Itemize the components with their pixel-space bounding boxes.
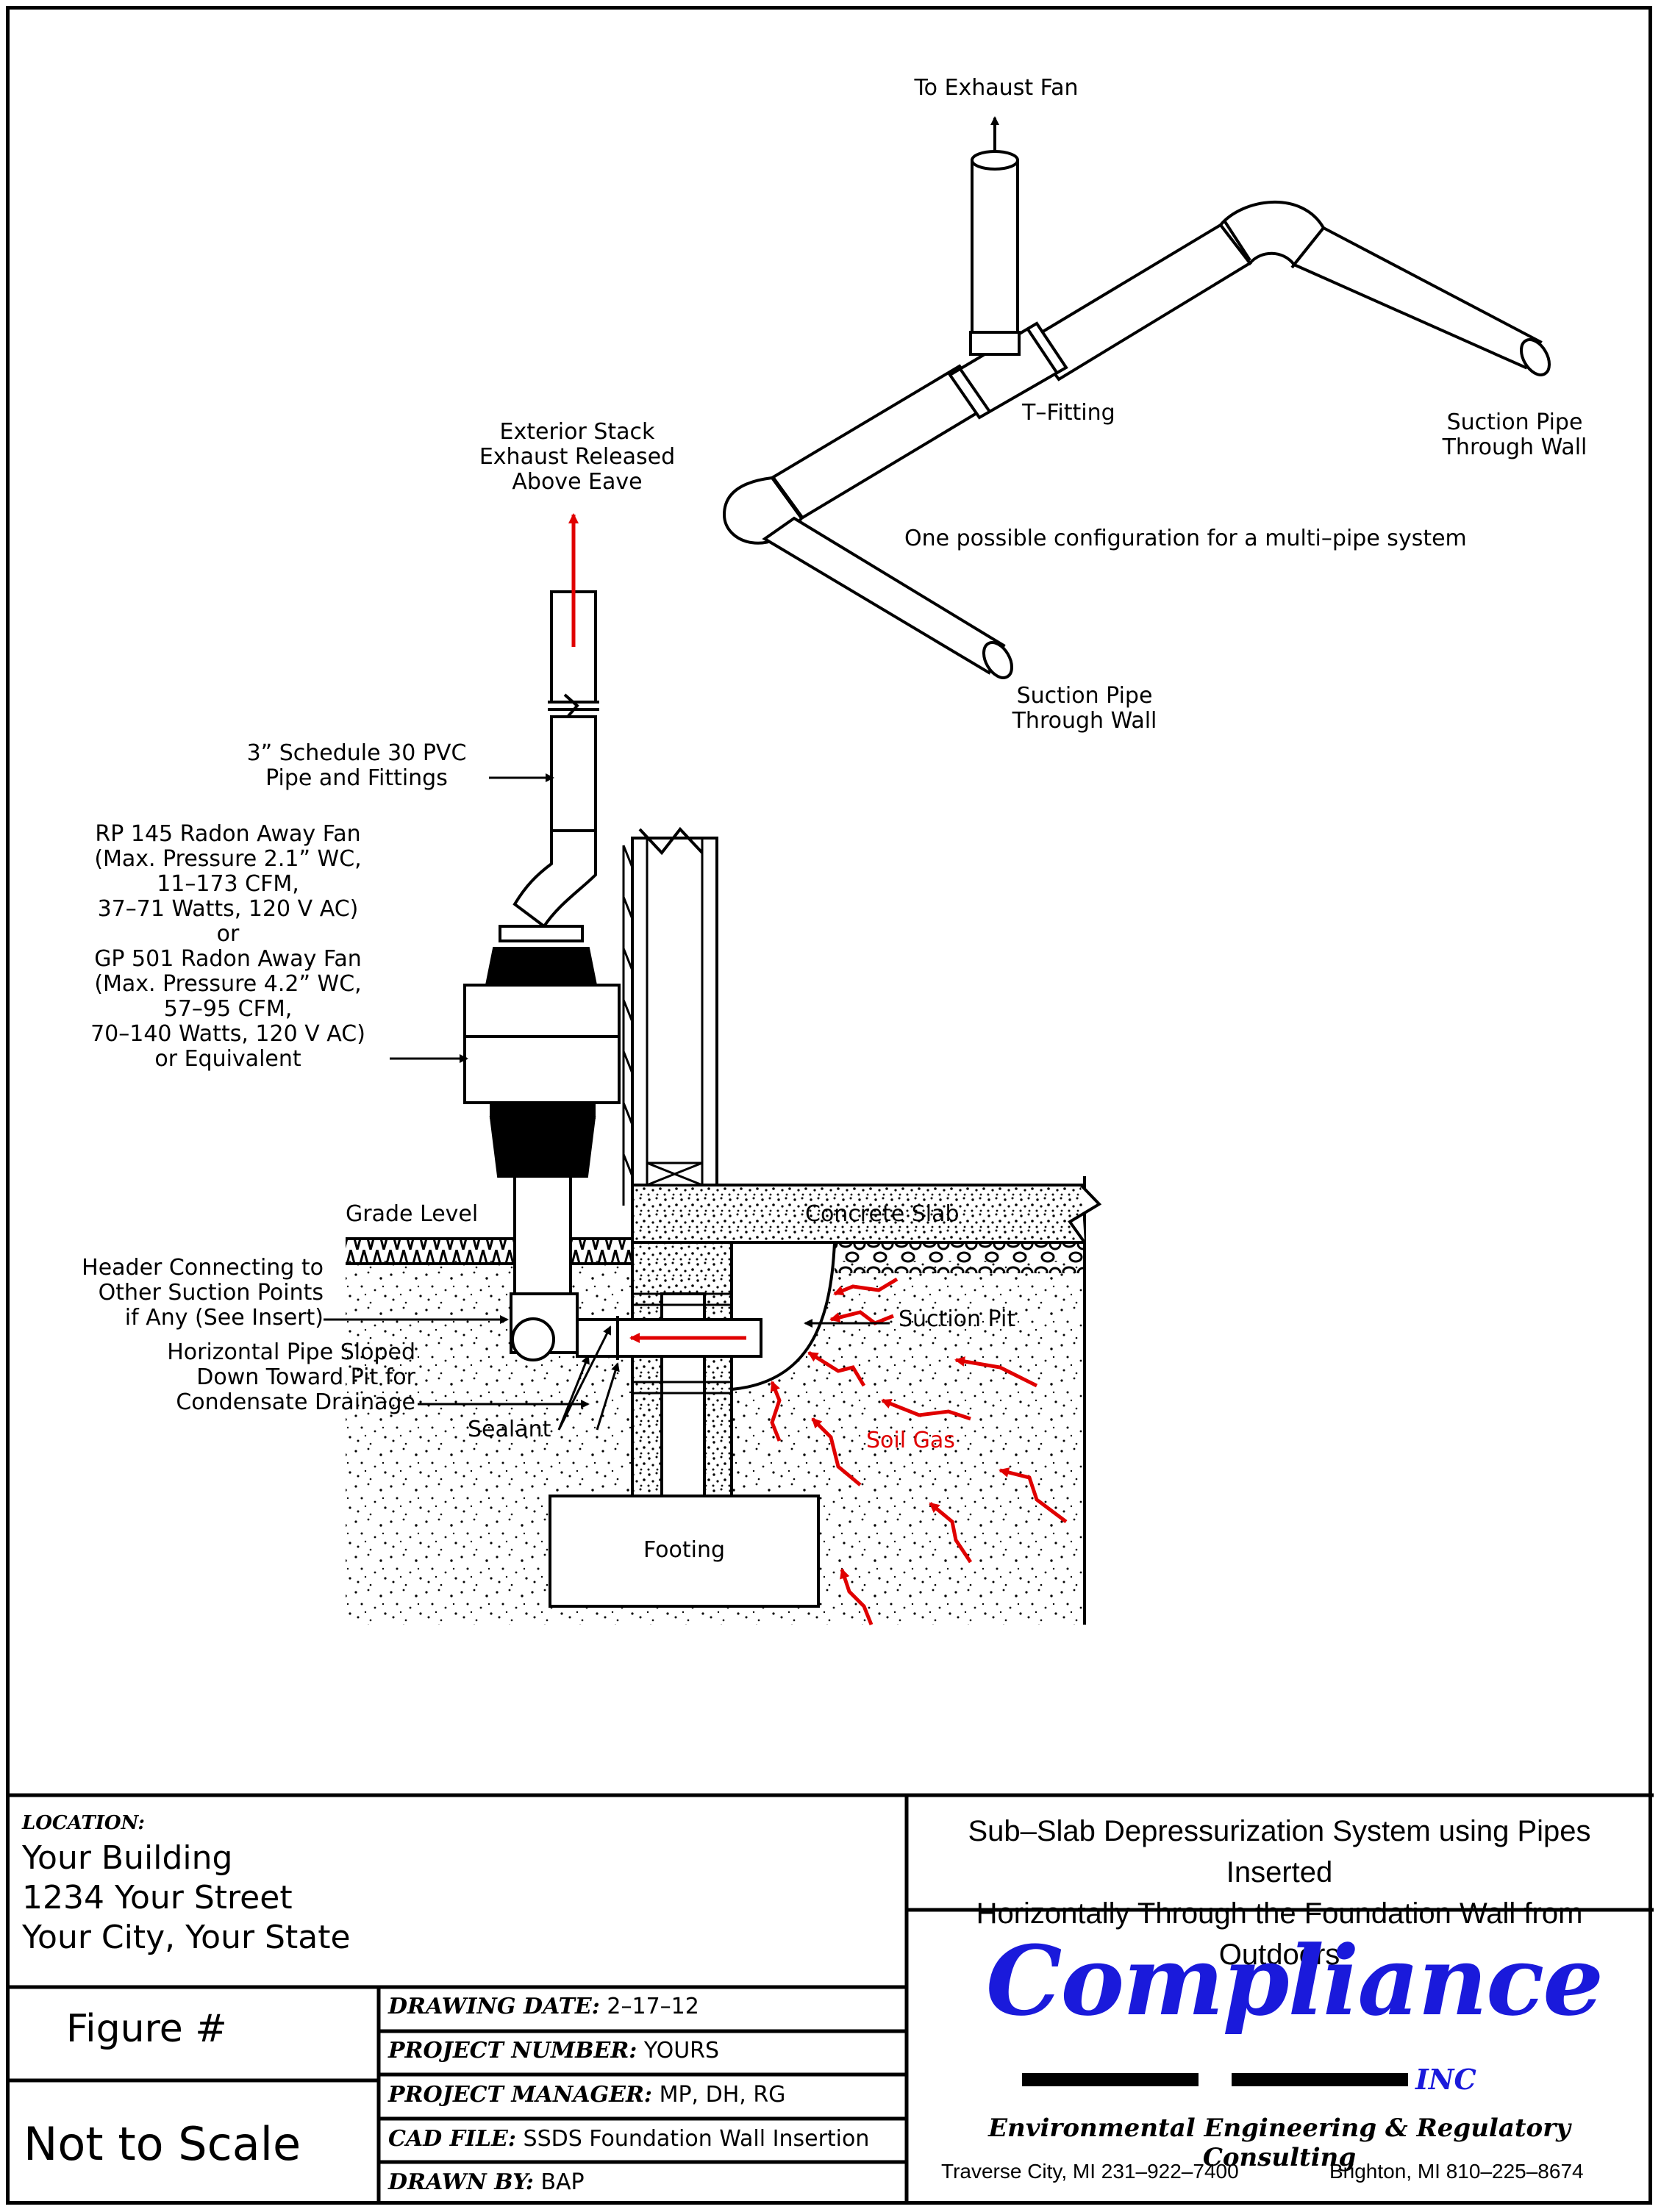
airflow-arrows — [568, 513, 1068, 1625]
label-suction-pipe-right: Suction Pipe Through Wall — [1442, 409, 1587, 460]
location-label: LOCATION: — [22, 1812, 145, 1834]
soil-section — [346, 826, 1102, 1625]
label-config-note: One possible configuration for a multi–p… — [904, 526, 1467, 551]
drawing-border — [6, 6, 1652, 2205]
label-sealant: Sealant — [468, 1417, 551, 1442]
label-exterior-stack: Exterior Stack Exhaust Released Above Ea… — [479, 419, 676, 495]
location-block: LOCATION: Your Building 1234 Your Street… — [22, 1812, 897, 1958]
field-drawn-by: DRAWN BY: BAP — [388, 2169, 585, 2195]
logo-stripes — [1022, 2073, 1408, 2086]
title-block-lines — [7, 1793, 1654, 2205]
label-suction-pipe-lower: Suction Pipe Through Wall — [1012, 683, 1157, 734]
figure-number: Figure # — [66, 2007, 227, 2051]
label-pvc-pipe: 3” Schedule 30 PVC Pipe and Fittings — [246, 740, 467, 791]
label-header: Header Connecting to Other Suction Point… — [82, 1255, 324, 1331]
company-tagline: Environmental Engineering & Regulatory C… — [988, 2113, 1571, 2172]
label-footing: Footing — [643, 1537, 726, 1563]
office-brighton: Brighton, MI 810–225–8674 — [1329, 2160, 1584, 2183]
company-logo: Compliance — [985, 1925, 1604, 2037]
scale-note: Not to Scale — [24, 2117, 301, 2171]
office-traverse-city: Traverse City, MI 231–922–7400 — [941, 2160, 1239, 2183]
company-suffix: INC — [1415, 2063, 1476, 2096]
label-fan-spec: RP 145 Radon Away Fan (Max. Pressure 2.1… — [90, 821, 365, 1072]
multipipe-insert — [722, 116, 1551, 679]
location-line-2: 1234 Your Street — [22, 1879, 293, 1916]
label-concrete-slab: Concrete Slab — [805, 1201, 960, 1227]
location-line-3: Your City, Your State — [22, 1919, 351, 1956]
label-t-fitting: T–Fitting — [1022, 400, 1115, 426]
leader-lines — [324, 773, 890, 1431]
field-drawing-date: DRAWING DATE: 2–17–12 — [388, 1994, 699, 2019]
field-project-manager: PROJECT MANAGER: MP, DH, RG — [388, 2082, 786, 2108]
field-project-number: PROJECT NUMBER: YOURS — [388, 2038, 720, 2064]
label-horizontal-pipe: Horizontal Pipe Sloped Down Toward Pit f… — [167, 1339, 415, 1415]
label-grade-level: Grade Level — [346, 1201, 479, 1227]
label-to-exhaust-fan: To Exhaust Fan — [914, 75, 1079, 101]
field-cad-file: CAD FILE: SSDS Foundation Wall Insertion — [388, 2126, 870, 2152]
drawing-title: Sub–Slab Depressurization System using P… — [968, 1815, 1591, 1971]
vent-system — [463, 590, 762, 1361]
location-line-1: Your Building — [22, 1839, 233, 1877]
label-suction-pit: Suction Pit — [899, 1306, 1016, 1332]
label-soil-gas: Soil Gas — [866, 1428, 955, 1453]
